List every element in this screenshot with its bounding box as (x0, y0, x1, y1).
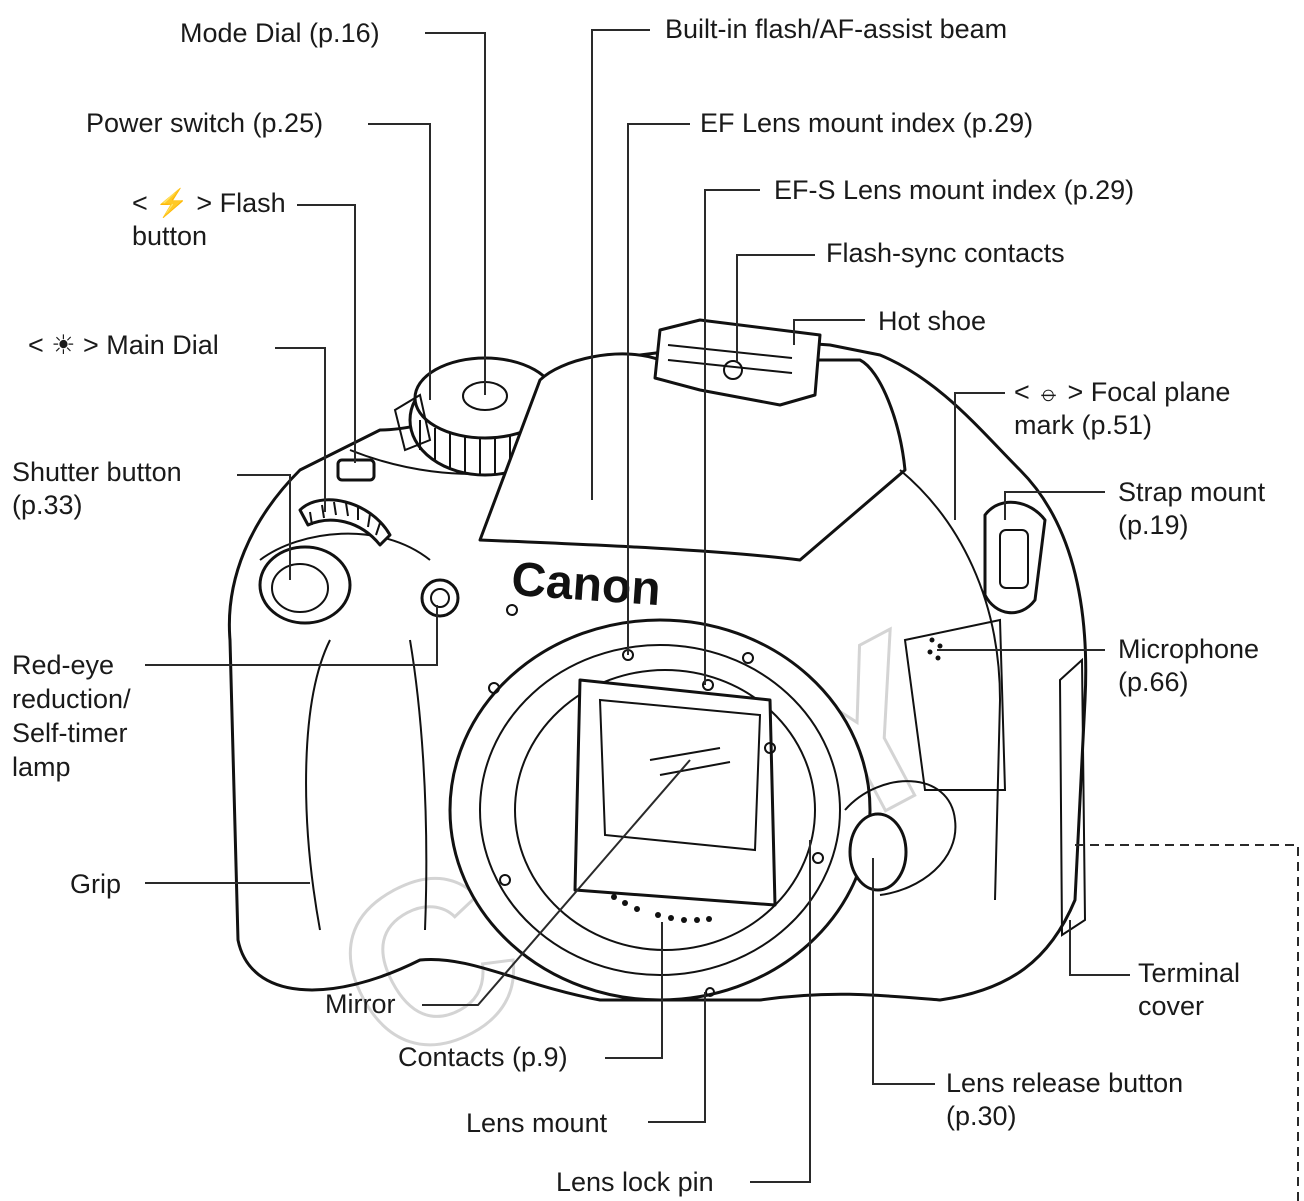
label-lens-lock-pin: Lens lock pin (556, 1167, 714, 1197)
label-shutter-button: Shutter button (p.33) (12, 456, 182, 522)
label-microphone-line1: Microphone (1118, 634, 1260, 664)
main-dial-ridges (309, 501, 381, 536)
leader-lines (145, 29, 1299, 1201)
label-flash-button-line1: < ⚡ > Flash (132, 188, 286, 218)
brand-logo: Canon (510, 553, 663, 616)
label-strap-mount: Strap mount (p.19) (1118, 476, 1265, 542)
grip-top (259, 532, 431, 561)
label-main-dial: < ☀ > Main Dial (28, 330, 219, 360)
label-mirror: Mirror (325, 989, 396, 1019)
mount-screws (488, 604, 824, 997)
label-flash-button: < ⚡ > Flash button (132, 187, 286, 253)
label-terminal-cover: Terminal cover (1138, 957, 1240, 1023)
label-strap-mount-line2: (p.19) (1118, 510, 1189, 540)
right-body-contour (899, 469, 1002, 901)
flash-sync-contact (723, 360, 743, 380)
label-grip: Grip (70, 869, 122, 899)
label-shutter-button-line2: (p.33) (12, 490, 83, 520)
terminal-cover-shape (1058, 657, 1087, 937)
label-flash-button-line2: button (132, 221, 208, 251)
label-lens-release-line2: (p.30) (946, 1101, 1017, 1131)
lens-mount-ring (479, 644, 841, 976)
main-dial-shape (298, 498, 392, 547)
strap-mount-slot (999, 529, 1029, 589)
mirror-shape (598, 698, 762, 852)
lens-release-shape (848, 812, 908, 892)
microphone-holes (927, 637, 943, 661)
lens-contacts (611, 894, 712, 923)
lens-release-housing (844, 780, 957, 896)
strap-mount-shape (983, 500, 1047, 615)
mirror-glint (649, 747, 731, 776)
label-red-eye-lamp: Red-eye reduction/ Self-timer lamp (12, 648, 131, 784)
hot-shoe-rails (667, 344, 793, 374)
label-terminal-cover-line2: cover (1138, 991, 1205, 1021)
label-focal-plane-mark: < ⦵ > Focal plane mark (p.51) (1014, 376, 1230, 442)
label-flash-sync-contacts: Flash-sync contacts (826, 238, 1065, 268)
label-red-eye-line3: Self-timer (12, 718, 128, 748)
label-lens-mount: Lens mount (466, 1108, 608, 1138)
label-efs-lens-mount-index: EF-S Lens mount index (p.29) (774, 175, 1135, 205)
shutter-button-shape (258, 545, 352, 625)
power-switch-shape (393, 393, 432, 452)
mirror-box (573, 678, 777, 907)
label-red-eye-line1: Red-eye (12, 650, 115, 680)
label-hot-shoe: Hot shoe (878, 306, 987, 336)
label-microphone: Microphone (p.66) (1118, 633, 1259, 699)
label-mode-dial: Mode Dial (p.16) (180, 18, 380, 48)
label-red-eye-line2: reduction/ (12, 684, 131, 714)
label-lens-release-button: Lens release button (p.30) (946, 1067, 1183, 1133)
label-microphone-line2: (p.66) (1118, 667, 1189, 697)
red-eye-lamp-inner (430, 588, 450, 608)
red-eye-lamp-shape (420, 578, 460, 618)
side-panel (903, 618, 1007, 791)
label-builtin-flash: Built-in flash/AF-assist beam (665, 14, 1008, 44)
lens-mount-inner (514, 669, 816, 951)
label-power-switch: Power switch (p.25) (86, 108, 324, 138)
label-lens-release-line1: Lens release button (946, 1068, 1184, 1098)
label-shutter-button-line1: Shutter button (12, 457, 182, 487)
label-terminal-cover-line1: Terminal (1138, 958, 1241, 988)
label-strap-mount-line1: Strap mount (1118, 477, 1266, 507)
label-red-eye-line4: lamp (12, 752, 71, 782)
grip-shape (305, 639, 331, 931)
label-focal-plane-line1: < ⦵ > Focal plane (1014, 377, 1231, 407)
label-focal-plane-line2: mark (p.51) (1014, 410, 1153, 440)
label-ef-lens-mount-index: EF Lens mount index (p.29) (700, 108, 1034, 138)
label-contacts: Contacts (p.9) (398, 1042, 568, 1072)
shutter-button-inner (271, 563, 329, 613)
